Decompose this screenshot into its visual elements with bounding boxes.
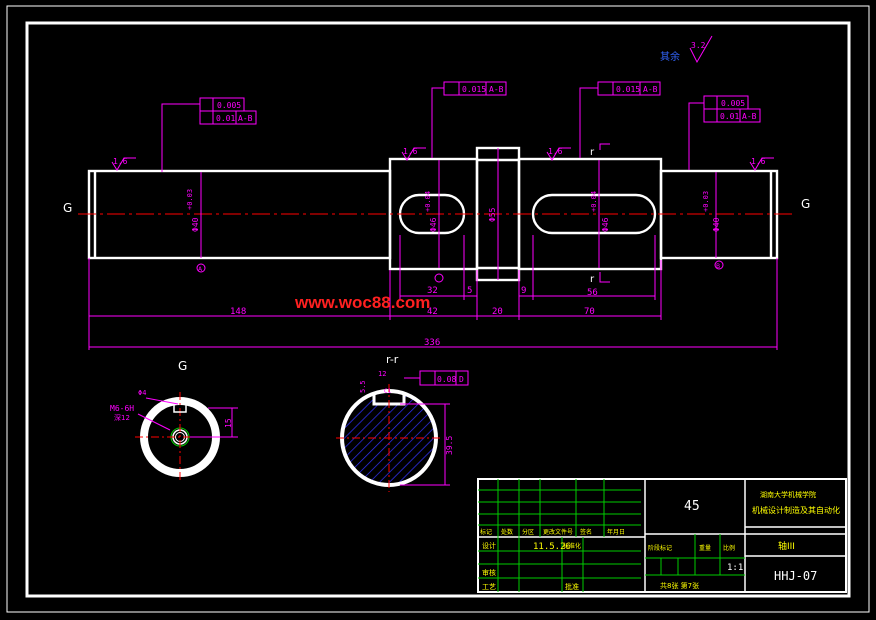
tol-midright-datum: A-B xyxy=(643,85,658,94)
end-view xyxy=(135,392,238,482)
tb-material: 45 xyxy=(684,499,700,514)
section-view xyxy=(336,377,450,492)
roughness-general-value: 3.2 xyxy=(691,41,706,50)
dim-key-right: 56 xyxy=(587,288,598,298)
tb-header-3: 更改文件号 xyxy=(543,528,573,536)
tb-course: 机械设计制造及其自动化 xyxy=(752,505,840,515)
section-keyway-depth: 5.5 xyxy=(359,380,367,393)
roughness-general-note: 其余 xyxy=(660,50,680,63)
tb-designer-label: 设计 xyxy=(482,541,496,550)
tb-approve-label: 批准 xyxy=(565,582,579,591)
tol-left-2: 0.01 xyxy=(216,114,235,123)
end-view-label: G xyxy=(178,359,187,373)
roughness-symbols xyxy=(111,35,774,171)
tol-midleft-1: 0.015 xyxy=(462,85,486,94)
end-thread: M6-6H xyxy=(110,404,134,413)
tol-section-1: 0.08 xyxy=(437,375,456,384)
section-key-diam: 39.5 xyxy=(445,436,454,455)
end-hole: Φ4 xyxy=(138,389,146,397)
outer-border xyxy=(6,5,870,613)
tb-header-2: 分区 xyxy=(522,528,534,536)
roughness-2: 1.6 xyxy=(403,147,418,156)
datum-a: A xyxy=(198,266,203,273)
tb-header-0: 标记 xyxy=(480,528,492,536)
tb-stage-label: 阶段标记 xyxy=(648,544,672,552)
left-end-label: G xyxy=(63,201,72,215)
dia-left-seat-tol: +0.04 xyxy=(424,191,432,212)
dimension-lines xyxy=(88,87,778,350)
dia-right-journal-tol: +0.03 xyxy=(702,191,710,212)
roughness-1: 1.6 xyxy=(113,157,128,166)
dim-seat-right: 70 xyxy=(584,307,595,317)
section-keyway-width: 12 xyxy=(378,370,386,378)
right-end-label: G xyxy=(801,197,810,211)
dia-right-journal: Φ40 xyxy=(712,217,721,232)
tolerance-frames xyxy=(199,81,761,386)
roughness-3: 1.6 xyxy=(548,147,563,156)
dia-left-journal: Φ40 xyxy=(191,217,200,232)
inner-border xyxy=(25,21,851,598)
tb-header-5: 年月日 xyxy=(607,528,625,536)
tol-midright-1: 0.015 xyxy=(616,85,640,94)
tol-left-1: 0.005 xyxy=(217,101,241,110)
dia-collar: Φ55 xyxy=(488,207,497,222)
tb-header-1: 处数 xyxy=(501,528,513,536)
watermark: www.woc88.com xyxy=(294,293,430,312)
keyway-right xyxy=(531,193,657,235)
tol-right-datum: A-B xyxy=(742,112,757,121)
tb-weight-label: 重量 xyxy=(699,544,711,552)
tol-left-datum: A-B xyxy=(238,114,253,123)
dia-left-seat: Φ46 xyxy=(429,217,438,232)
dim-gap-left: 5 xyxy=(467,286,472,296)
tol-midleft-datum: A-B xyxy=(489,85,504,94)
roughness-4: 1.6 xyxy=(751,157,766,166)
end-depth: 深12 xyxy=(114,413,130,422)
dim-seat-left: 42 xyxy=(427,307,438,317)
tb-drawing-no: HHJ-07 xyxy=(774,569,817,583)
dim-collar: 20 xyxy=(492,307,503,317)
tol-right-1: 0.005 xyxy=(721,99,745,108)
dia-right-seat-tol: +0.04 xyxy=(590,191,598,212)
title-block xyxy=(477,478,847,593)
tb-review-label: 审核 xyxy=(482,568,496,577)
section-chamfer: C1 xyxy=(384,388,392,395)
tb-header-4: 签名 xyxy=(580,528,592,536)
cut-mark-top: r xyxy=(590,147,595,158)
tol-section-datum: D xyxy=(459,375,464,384)
cut-mark-bottom: r xyxy=(590,274,595,285)
dim-left-length: 148 xyxy=(230,307,246,317)
tb-school: 湖南大学机械学院 xyxy=(760,490,816,499)
tb-process-label: 工艺 xyxy=(482,583,496,591)
datum-markers xyxy=(196,260,724,283)
dim-overall: 336 xyxy=(424,338,440,348)
end-offset: 15 xyxy=(224,418,233,428)
tb-std-label: 标准化 xyxy=(563,542,581,550)
tb-sheet: 共8张 第7张 xyxy=(660,581,699,590)
tol-right-2: 0.01 xyxy=(720,112,739,121)
tb-date: 11.5.26 xyxy=(533,542,571,552)
tb-scale: 1:1 xyxy=(727,563,743,573)
tb-scale-label: 比例 xyxy=(723,544,735,552)
datum-b: B xyxy=(716,263,720,270)
dia-right-seat: Φ46 xyxy=(601,217,610,232)
tb-part-name: 轴III xyxy=(778,540,795,552)
dim-key-left: 32 xyxy=(427,286,438,296)
section-label: r-r xyxy=(386,353,399,366)
dim-gap-right: 9 xyxy=(521,286,526,296)
dia-left-journal-tol: +0.03 xyxy=(186,189,194,210)
